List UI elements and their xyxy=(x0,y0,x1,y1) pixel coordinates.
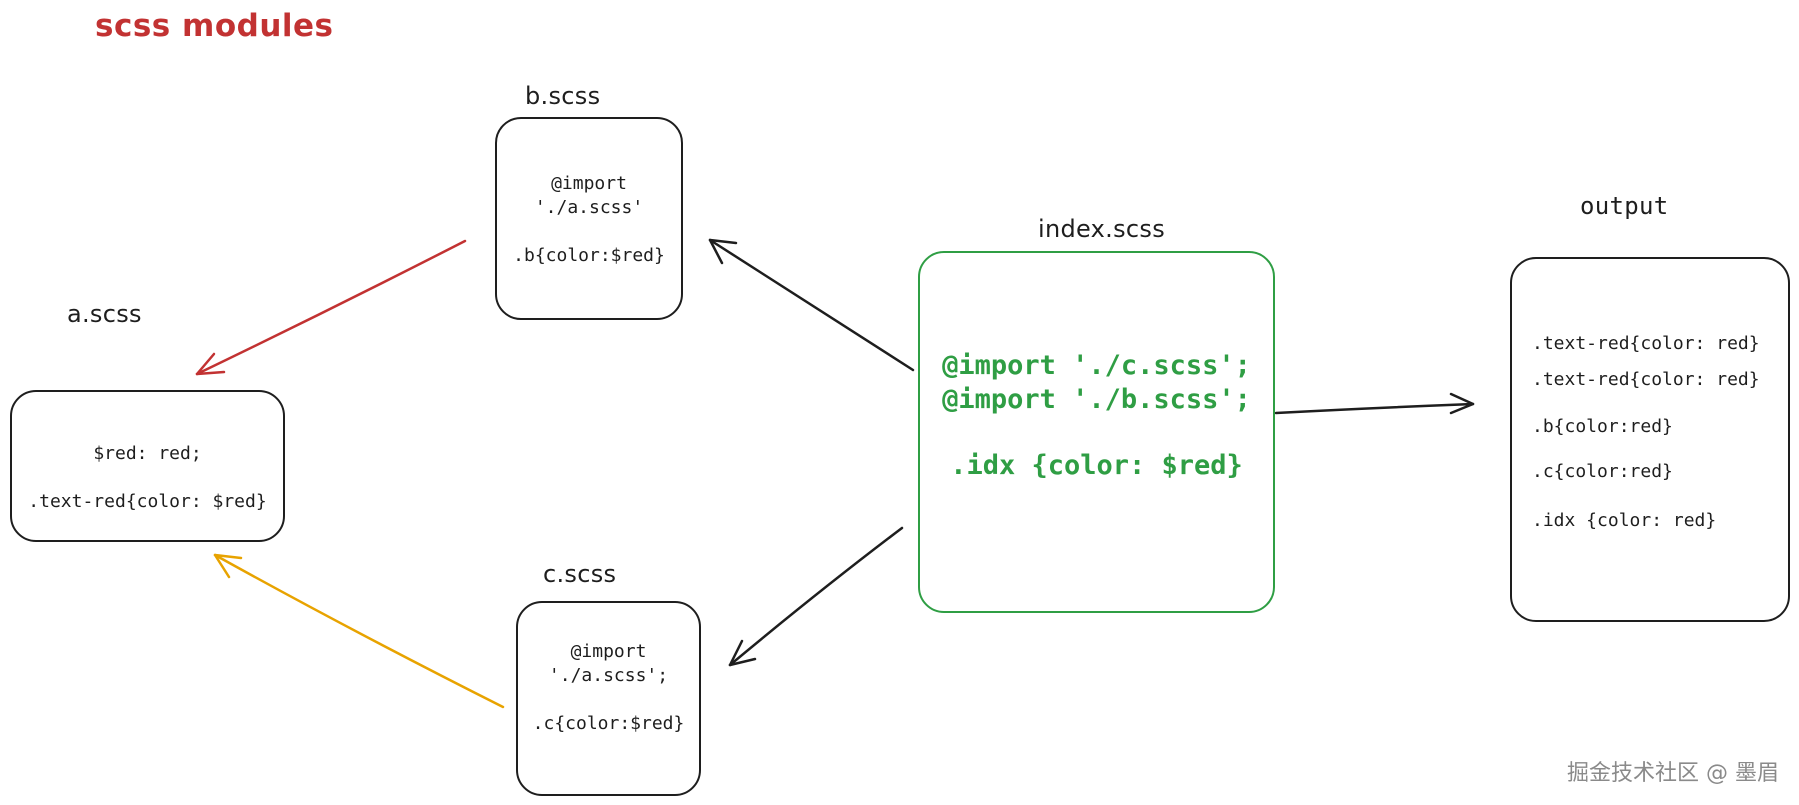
output-line-5: .idx {color: red} xyxy=(1532,510,1717,531)
output-line-4: .c{color:red} xyxy=(1532,461,1673,482)
node-b-line1: @import xyxy=(551,173,627,194)
node-b-box xyxy=(495,117,683,320)
output-line-2: .text-red{color: red} xyxy=(1532,369,1760,390)
node-a-label: a.scss xyxy=(67,300,142,328)
output-line-3: .b{color:red} xyxy=(1532,416,1673,437)
node-index-line1: @import './c.scss'; xyxy=(942,350,1251,381)
node-index-box xyxy=(918,251,1275,613)
node-b-line2: './a.scss' xyxy=(534,197,644,218)
diagram-title: scss modules xyxy=(95,8,334,44)
arrow-index-to-output xyxy=(1274,392,1475,415)
node-a-line1: $red: red; xyxy=(93,443,202,464)
watermark: 掘金技术社区 @ 墨眉 xyxy=(1567,761,1779,786)
arrow-b-to-a xyxy=(195,239,467,376)
arrow-index-to-b xyxy=(708,238,915,372)
node-output-label: output xyxy=(1580,192,1669,220)
node-index-line2: @import './b.scss'; xyxy=(942,384,1251,415)
node-c-line2: './a.scss'; xyxy=(548,665,669,686)
node-output-box xyxy=(1510,257,1790,622)
node-c-line1: @import xyxy=(570,641,647,662)
node-c-label: c.scss xyxy=(543,560,617,588)
node-index-label: index.scss xyxy=(1038,215,1165,243)
node-b-line3: .b{color:$red} xyxy=(513,245,665,266)
arrow-c-to-a xyxy=(213,553,505,709)
arrow-index-to-c xyxy=(728,526,904,667)
node-c-line3: .c{color:$red} xyxy=(532,713,685,734)
node-a-line2: .text-red{color: $red} xyxy=(28,491,267,512)
node-a-box xyxy=(10,390,285,542)
node-index-line3: .idx {color: $red} xyxy=(950,450,1243,481)
node-b-label: b.scss xyxy=(525,82,601,110)
output-line-1: .text-red{color: red} xyxy=(1532,333,1760,354)
node-c-box xyxy=(516,601,701,796)
